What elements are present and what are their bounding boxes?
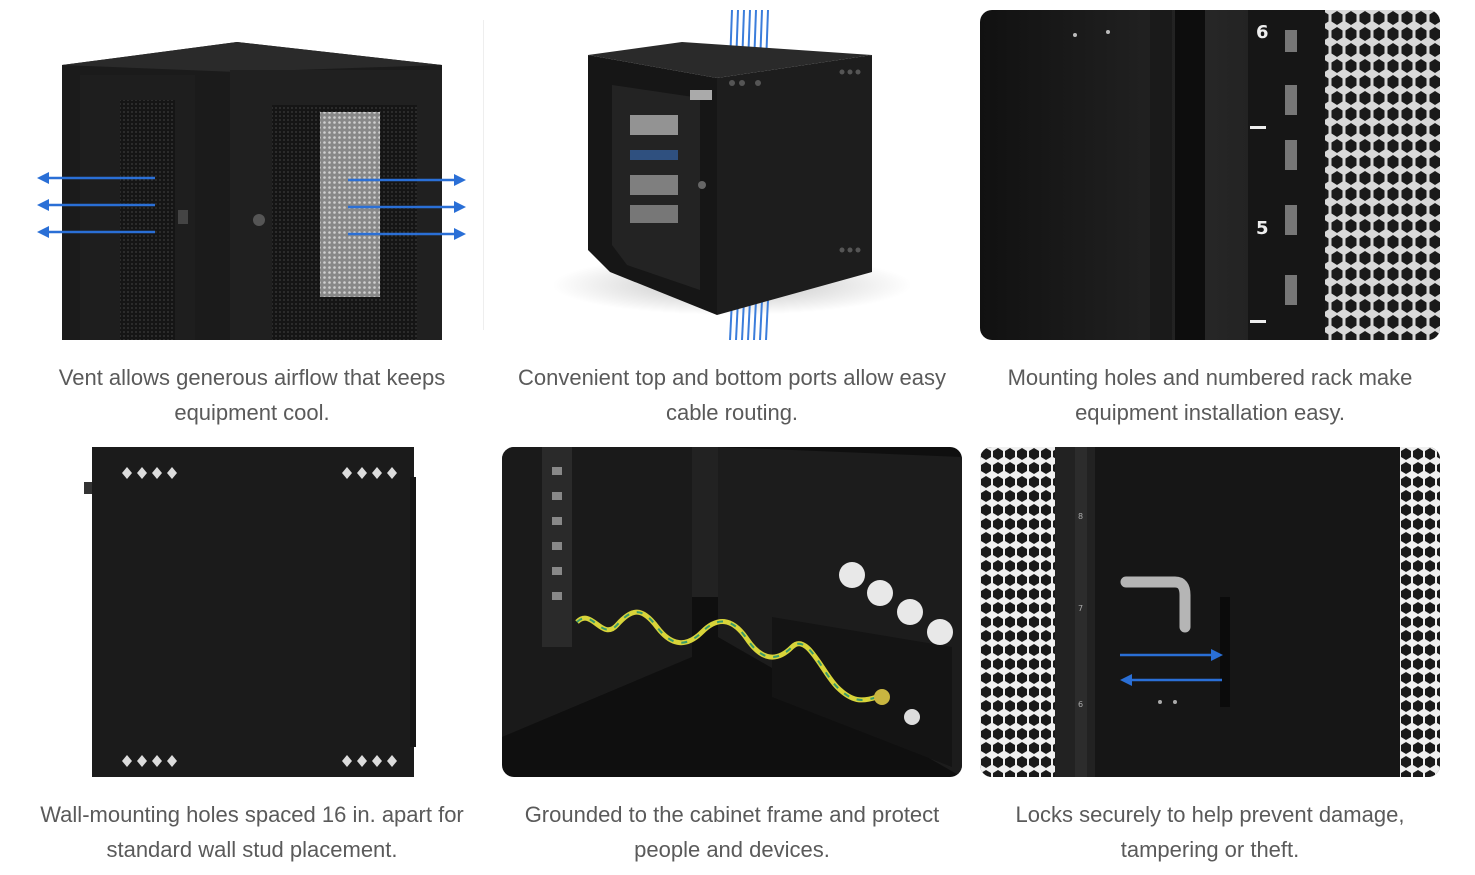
feature-caption: Vent allows generous airflow that keeps … (58, 365, 446, 425)
wall-mount-photo (22, 447, 482, 777)
feature-caption: Locks securely to help prevent damage, t… (1015, 802, 1405, 862)
rail-number-bottom: 6 (1078, 700, 1083, 709)
feature-caption: Grounded to the cabinet frame and protec… (524, 802, 940, 862)
rack-number-upper: 6 (1256, 22, 1269, 43)
rack-numbers-photo: 6 5 (980, 10, 1440, 340)
grounding-photo (502, 447, 962, 777)
feature-caption: Wall-mounting holes spaced 16 in. apart … (40, 802, 464, 862)
feature-caption: Mounting holes and numbered rack make eq… (1007, 365, 1413, 425)
rail-number-top: 8 (1078, 512, 1083, 521)
feature-caption: Convenient top and bottom ports allow ea… (517, 365, 947, 425)
rail-number-middle: 7 (1078, 604, 1083, 613)
lock-photo: 8 7 6 (980, 447, 1440, 777)
divider (483, 20, 484, 330)
cable-ports-photo (502, 10, 962, 340)
vent-airflow-photo (22, 10, 482, 340)
rack-number-lower: 5 (1256, 218, 1269, 239)
